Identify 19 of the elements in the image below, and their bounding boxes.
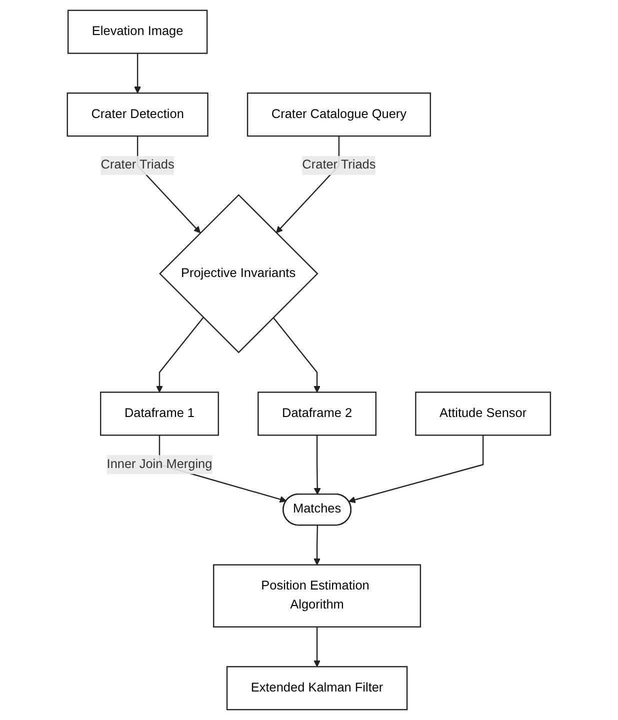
arrow (272, 317, 321, 393)
arrow (314, 525, 321, 566)
edge-label: Crater Triads (100, 158, 174, 172)
arrow (134, 53, 142, 94)
edge-label: Crater Triads (302, 158, 376, 172)
node-box: Dataframe 1 (100, 392, 220, 436)
node-diamond: Projective Invariants (159, 194, 318, 354)
arrow (348, 435, 484, 504)
arrow (314, 626, 321, 667)
node-box: Crater Detection (66, 92, 208, 137)
node-box: Position Estimation Algorithm (213, 564, 422, 628)
node-box: Extended Kalman Filter (226, 666, 408, 710)
edge-label: Inner Join Merging (106, 457, 212, 471)
node-box: Attitude Sensor (415, 392, 552, 436)
node-box: Dataframe 2 (258, 392, 377, 436)
arrow (156, 317, 204, 393)
node-box: Elevation Image (68, 10, 208, 54)
arrow (314, 435, 321, 495)
node-box: Crater Catalogue Query (247, 92, 432, 137)
